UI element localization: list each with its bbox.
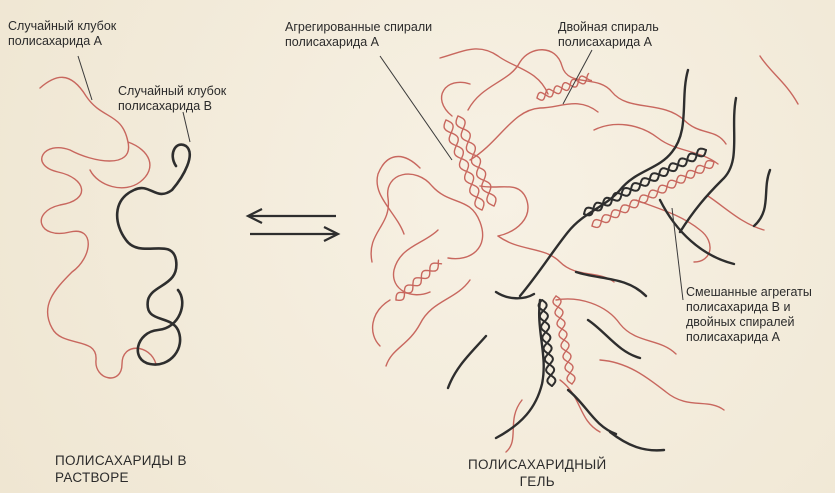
gel-b-strand-1 [520, 70, 688, 296]
gel-b-strand-10 [576, 272, 646, 296]
gel-a-strand-9 [594, 124, 718, 164]
coil-b-strand [117, 145, 190, 365]
leader-coil-b [183, 112, 190, 142]
label-aggregated-helices: Агрегированные спирали полисахарида А [285, 20, 432, 50]
leader-mixed-aggregates [672, 208, 683, 300]
gel-a-strand-3 [440, 49, 548, 94]
random-coil-polysaccharide-a [40, 77, 156, 378]
gel-b-strand-8 [568, 390, 616, 434]
gel-a-strand-15 [480, 186, 528, 236]
caption-solution: ПОЛИСАХАРИДЫ В РАСТВОРЕ [55, 452, 187, 486]
aggregated-helix-1 [444, 120, 484, 210]
gel-a-strand-5 [470, 104, 598, 160]
caption-gel: ПОЛИСАХАРИДНЫЙ ГЕЛЬ [468, 456, 607, 490]
label-random-coil-a: Случайный клубок полисахарида А [8, 19, 116, 49]
gel-a-strand-4 [442, 82, 470, 116]
gel-a-strand-17 [760, 56, 798, 104]
equilibrium-arrows [248, 209, 338, 241]
double-helices [396, 74, 714, 387]
helix-strand-1 [396, 260, 439, 300]
gel-b-strand-6 [496, 292, 534, 298]
gel-b-strand-9 [588, 320, 640, 358]
helix-strand-2 [555, 296, 573, 384]
aggregated-helix-2 [456, 116, 496, 206]
coil-a-branch [90, 142, 150, 188]
gel-network-polysaccharide-b [448, 70, 770, 450]
gel-b-strand-11 [610, 432, 664, 450]
gel-b-strand-2 [680, 98, 736, 232]
gel-a-strand-2 [468, 50, 726, 144]
random-coil-polysaccharide-b [117, 145, 190, 365]
gel-a-strand-13 [560, 380, 600, 432]
gel-a-strand-11 [600, 360, 724, 410]
double-helix-a-top [537, 74, 591, 101]
gel-b-strand-3 [754, 170, 770, 226]
mixed-aggregate-vertical-a [553, 296, 575, 384]
mixed-aggregate-b [584, 149, 706, 216]
gel-a-strand-8 [498, 236, 614, 282]
gel-a-strand-16 [636, 200, 710, 262]
label-random-coil-b: Случайный клубок полисахарида В [118, 84, 226, 114]
label-mixed-aggregates: Смешанные агрегаты полисахарида В и двой… [686, 285, 812, 345]
gel-b-strand-7 [448, 336, 486, 388]
gel-b-strand-5 [496, 300, 544, 438]
coil-a-strand [40, 77, 156, 378]
gel-a-strand-1 [371, 174, 483, 262]
gel-a-strand-19 [373, 300, 390, 346]
label-double-helix: Двойная спираль полисахарида А [558, 20, 659, 50]
leader-aggregated-helices [380, 56, 452, 160]
mixed-aggregate-a [592, 161, 714, 228]
